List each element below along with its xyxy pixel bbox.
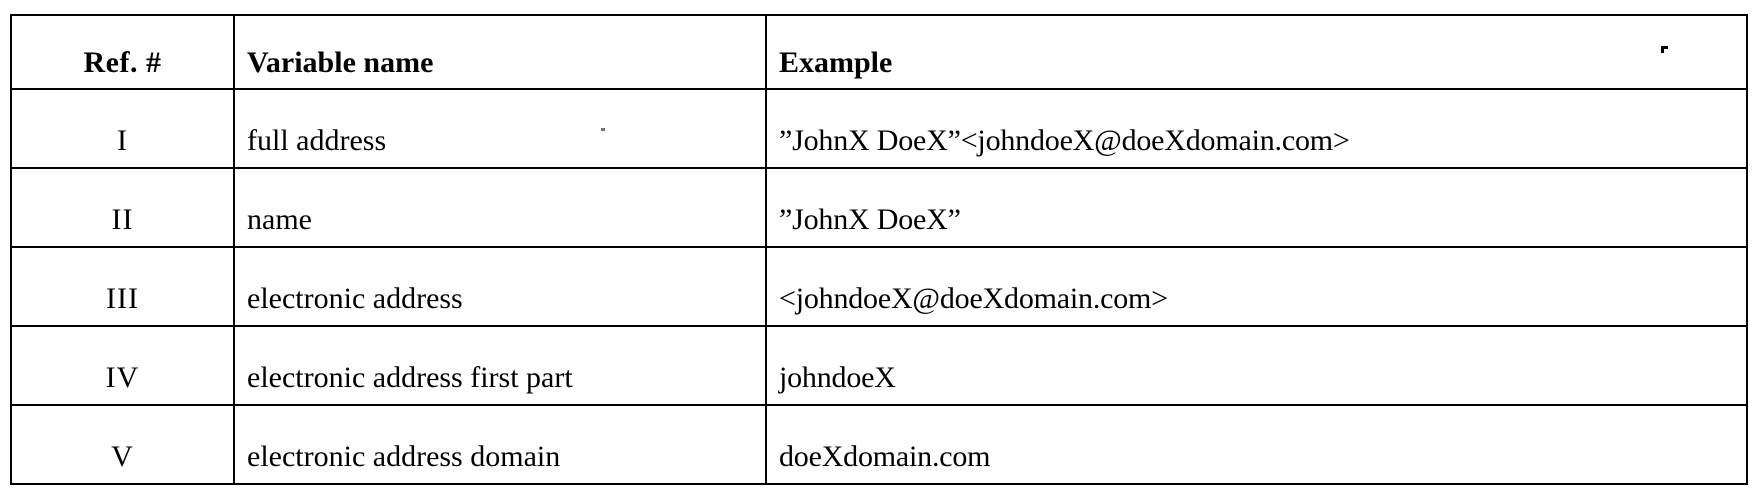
variable-definitions-table: Ref. # Variable name Example I full addr… xyxy=(10,14,1748,485)
column-header-ref: Ref. # xyxy=(10,14,235,90)
scan-artifact-speck xyxy=(1661,46,1668,49)
cell-ref: V xyxy=(10,404,235,485)
cell-example: doeXdomain.com xyxy=(765,404,1748,485)
table-row: I full address ”JohnX DoeX”<johndoeX@doe… xyxy=(10,88,1748,169)
column-header-example: Example xyxy=(765,14,1748,90)
column-header-variable-name: Variable name xyxy=(233,14,767,90)
cell-example: ”JohnX DoeX”<johndoeX@doeXdomain.com> xyxy=(765,88,1748,169)
cell-ref: I xyxy=(10,88,235,169)
cell-ref: III xyxy=(10,246,235,327)
cell-example: johndoeX xyxy=(765,325,1748,406)
cell-example: <johndoeX@doeXdomain.com> xyxy=(765,246,1748,327)
cell-variable-name: electronic address domain xyxy=(233,404,767,485)
cell-ref: IV xyxy=(10,325,235,406)
table-header-row: Ref. # Variable name Example xyxy=(10,14,1748,90)
cell-example: ”JohnX DoeX” xyxy=(765,167,1748,248)
cell-variable-name: electronic address xyxy=(233,246,767,327)
table-row: II name ”JohnX DoeX” xyxy=(10,167,1748,248)
scan-artifact-speck xyxy=(1661,46,1664,53)
cell-variable-name: electronic address first part xyxy=(233,325,767,406)
cell-variable-name: full address xyxy=(233,88,767,169)
scan-artifact-speck xyxy=(601,128,605,131)
table-row: III electronic address <johndoeX@doeXdom… xyxy=(10,246,1748,327)
cell-variable-name: name xyxy=(233,167,767,248)
table-row: IV electronic address first part johndoe… xyxy=(10,325,1748,406)
cell-ref: II xyxy=(10,167,235,248)
table-row: V electronic address domain doeXdomain.c… xyxy=(10,404,1748,485)
